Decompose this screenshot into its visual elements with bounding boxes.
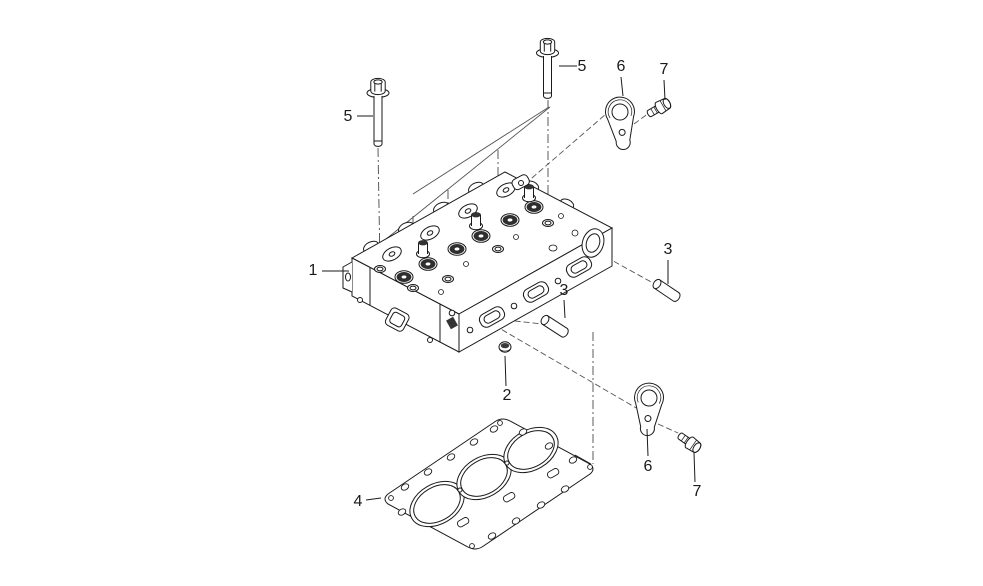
head-bolt-holes — [374, 219, 554, 292]
callout-7-lower-label: 7 — [692, 483, 702, 500]
lifting-eye-lower — [634, 382, 664, 437]
lifting-eye-bolt-upper — [646, 97, 672, 118]
leader-label-6-lower — [646, 428, 649, 457]
callout-5-right-label: 5 — [577, 58, 587, 75]
dowel-pin-right — [652, 278, 681, 302]
leader-head-to-right-pin — [605, 256, 654, 284]
label-leader-lines — [322, 65, 696, 501]
leader-label-3-front — [563, 299, 566, 319]
lifting-eye-bolt-lower — [677, 432, 702, 453]
leader-head-to-upper-eye — [524, 113, 607, 185]
callout-1-label: 1 — [308, 262, 318, 279]
callout-3-front-label: 3 — [559, 282, 569, 299]
cylinder-head — [342, 171, 614, 353]
leader-head-to-lower-eye — [462, 306, 639, 410]
cylinder-head-gasket — [384, 418, 594, 550]
callout-4-label: 4 — [353, 493, 363, 510]
leader-lower-eye-to-bolt — [657, 423, 679, 434]
head-bolt-left — [366, 77, 390, 147]
lifting-eye-upper — [604, 96, 635, 150]
front-face-details — [357, 267, 458, 343]
callout-3-right-label: 3 — [663, 241, 673, 258]
callout-5-left-label: 5 — [343, 108, 353, 125]
projection-line-bolt-row-b — [412, 106, 550, 195]
callout-2-label: 2 — [502, 387, 512, 404]
head-bolt-right — [536, 37, 559, 99]
callout-6-upper-label: 6 — [616, 58, 626, 75]
cup-plug — [498, 341, 512, 353]
dowel-pin-front — [540, 314, 569, 338]
injector-studs — [416, 184, 536, 259]
valve-rings — [394, 200, 544, 284]
exhaust-ports — [448, 256, 593, 334]
callout-6-lower-label: 6 — [643, 458, 653, 475]
leader-label-7-upper — [663, 79, 666, 101]
callout-7-upper-label: 7 — [659, 61, 669, 78]
leader-label-7-lower — [693, 452, 696, 483]
leader-label-4 — [365, 497, 382, 501]
leader-label-6-upper — [620, 76, 624, 97]
leader-label-2 — [504, 355, 507, 387]
